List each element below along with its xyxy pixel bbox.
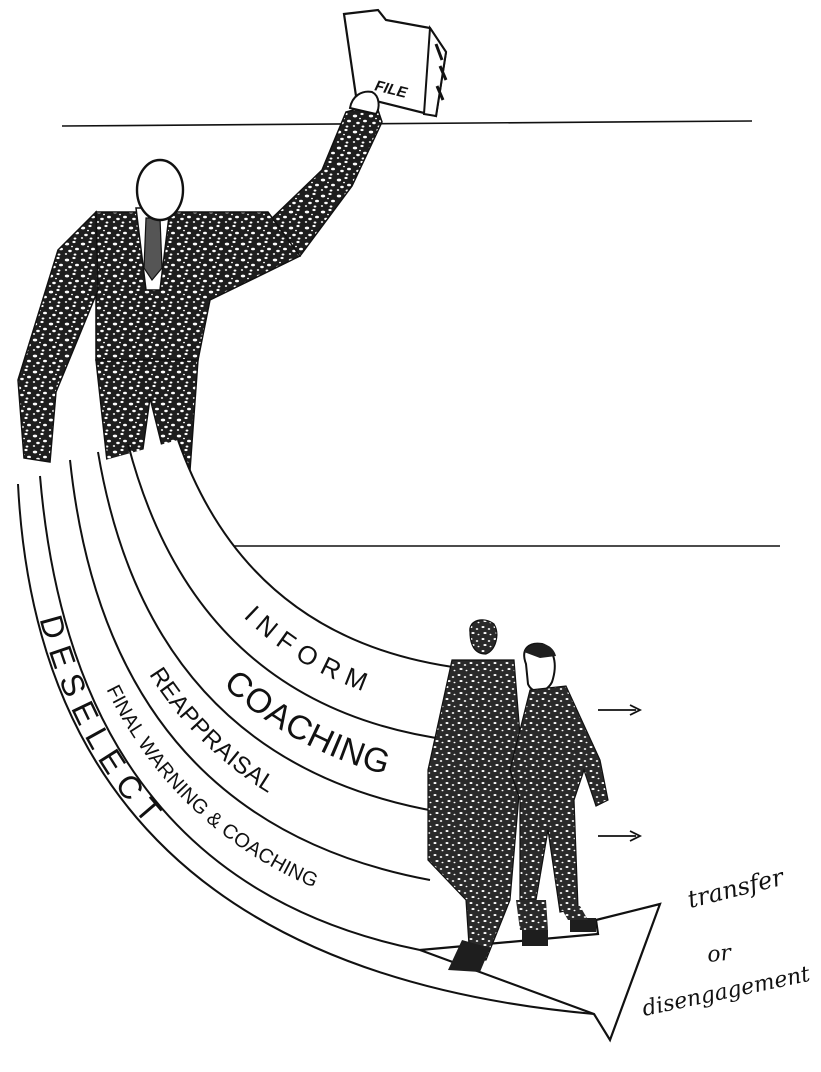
label-transfer: transfer bbox=[685, 863, 788, 914]
manager-head bbox=[137, 160, 183, 220]
manager-raised-arm bbox=[268, 104, 382, 256]
manager-torso bbox=[96, 212, 300, 360]
manager-figure bbox=[18, 92, 382, 470]
manager-tie bbox=[144, 218, 162, 280]
label-disengagement: disengagement bbox=[640, 962, 812, 1022]
employee-body bbox=[510, 686, 608, 912]
manager-left-arm bbox=[18, 212, 98, 462]
arrow-handwritten-label: transfer or disengagement bbox=[640, 863, 812, 1022]
motion-arrow-upper bbox=[598, 705, 640, 715]
upper-horizon-line bbox=[62, 121, 752, 126]
label-or: or bbox=[706, 940, 734, 968]
motion-arrow-lower bbox=[598, 831, 640, 841]
walking-employee bbox=[510, 643, 608, 946]
